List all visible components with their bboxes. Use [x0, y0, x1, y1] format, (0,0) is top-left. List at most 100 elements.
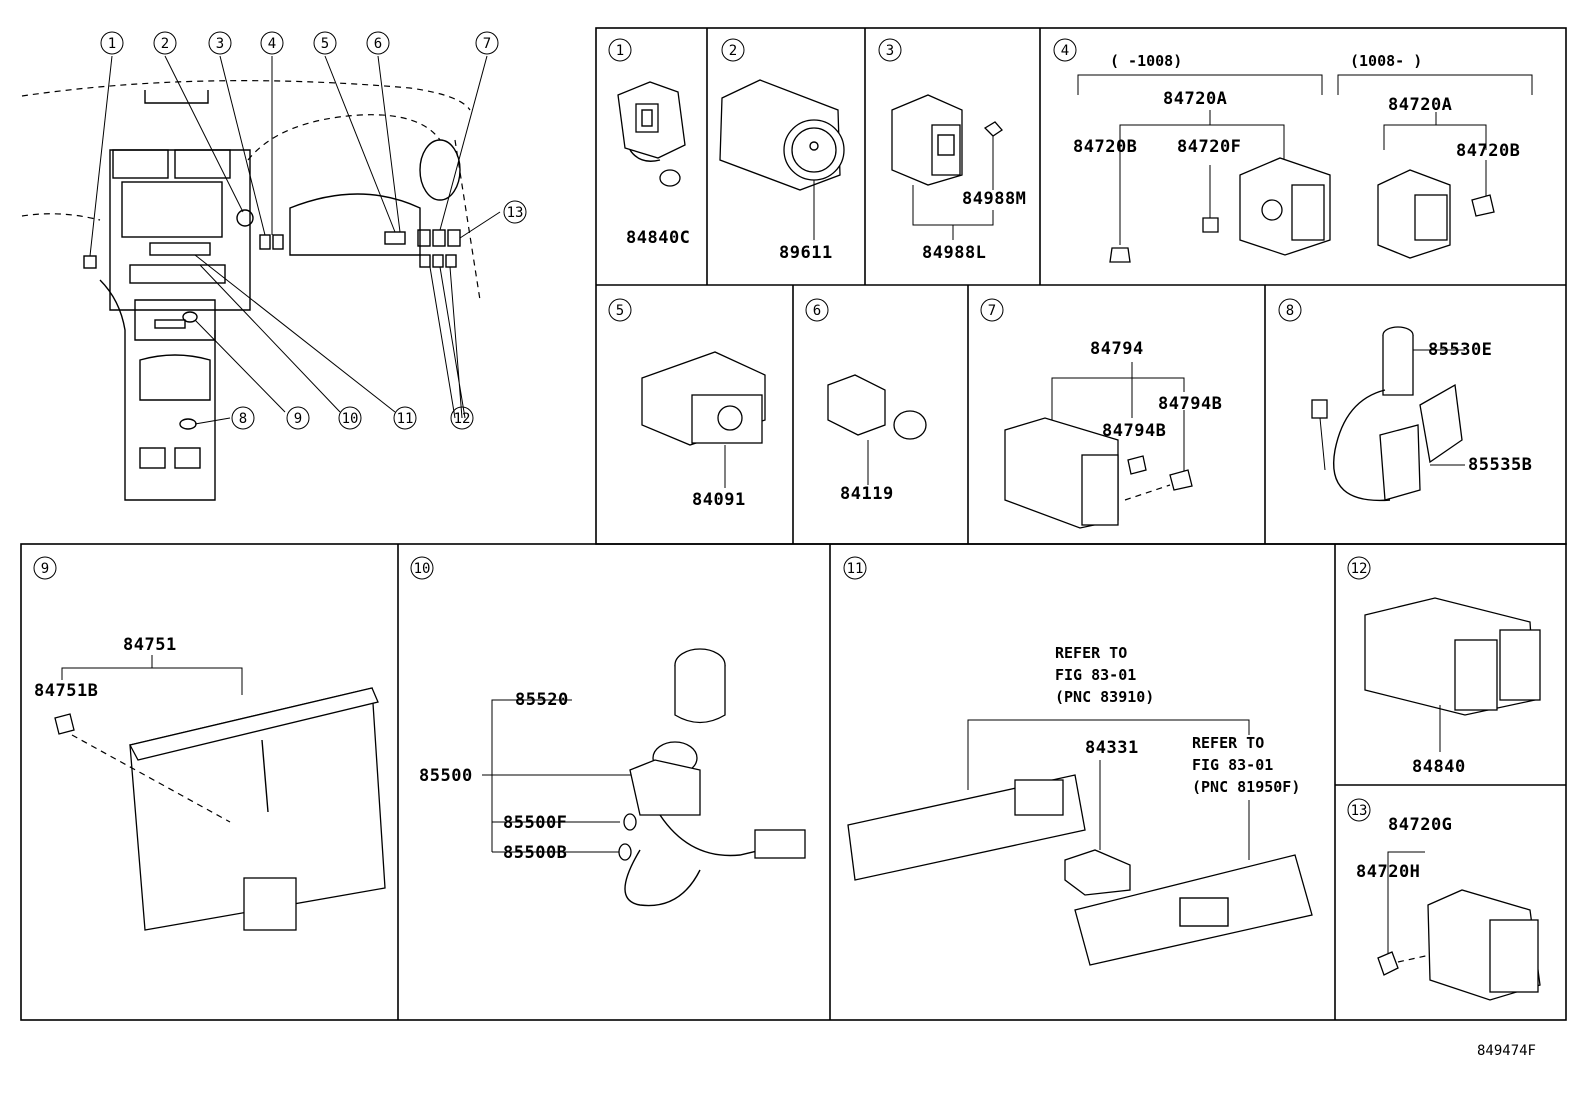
section-number-12-circle — [1347, 556, 1371, 580]
overview-callout-3-label: 3 — [216, 36, 224, 52]
section-number-12-label: 12 — [1351, 561, 1368, 577]
section-number-7: 7 — [980, 298, 1004, 322]
section-number-6: 6 — [805, 298, 829, 322]
part-number: 84794B — [1102, 421, 1166, 441]
section-number-4-circle — [1053, 38, 1077, 62]
section-number-6-label: 6 — [813, 303, 821, 319]
part-number: 84091 — [692, 490, 746, 510]
section-number-5-circle — [608, 298, 632, 322]
section-number-6-circle — [805, 298, 829, 322]
part-control-panel-9 — [54, 655, 386, 931]
overview-callout-13: 13 — [503, 200, 527, 224]
overview-callout-11-circle — [393, 406, 417, 430]
part-number: 84119 — [840, 484, 894, 504]
part-center-panel-11 — [847, 719, 1313, 966]
overview-callout-4-circle — [260, 31, 284, 55]
part-number: 84720B — [1073, 137, 1137, 157]
part-number: 84794B — [1158, 394, 1222, 414]
part-number: 89611 — [779, 243, 833, 263]
overview-callout-6-label: 6 — [374, 36, 382, 52]
section-number-11-circle — [843, 556, 867, 580]
reference-note: (PNC 81950F) — [1192, 778, 1300, 796]
panel-frames — [20, 27, 1567, 1021]
part-number: 84720H — [1356, 862, 1420, 882]
section-number-13-circle — [1347, 798, 1371, 822]
overview-callout-13-circle — [503, 200, 527, 224]
overview-callout-5-label: 5 — [321, 36, 329, 52]
section-number-4: 4 — [1053, 38, 1077, 62]
section-number-7-circle — [980, 298, 1004, 322]
section-number-3-circle — [878, 38, 902, 62]
overview-callout-12: 12 — [450, 406, 474, 430]
overview-callout-8-circle — [231, 406, 255, 430]
section-number-3-label: 3 — [886, 43, 894, 59]
overview-callout-1-circle — [100, 31, 124, 55]
part-switch-4 — [1077, 74, 1533, 263]
part-number: 85520 — [515, 690, 569, 710]
overview-callout-12-circle — [450, 406, 474, 430]
reference-note: REFER TO — [1192, 734, 1264, 752]
section-12: 12 84840 — [1347, 556, 1466, 777]
overview-callout-5-circle — [313, 31, 337, 55]
section-number-10-label: 10 — [414, 561, 431, 577]
part-number: 85500F — [503, 813, 567, 833]
part-number: 84720A — [1163, 89, 1227, 109]
serial-range: (1008- ) — [1350, 52, 1422, 70]
overview-callout-3-circle — [208, 31, 232, 55]
overview-callout-11-label: 11 — [397, 411, 414, 427]
section-number-10: 10 — [410, 556, 434, 580]
section-number-13-label: 13 — [1351, 803, 1368, 819]
overview-callout-1: 1 — [100, 31, 124, 55]
part-number: 84988M — [962, 189, 1026, 209]
overview-callout-9-circle — [286, 406, 310, 430]
section-number-9: 9 — [33, 556, 57, 580]
section-number-2-label: 2 — [729, 43, 737, 59]
section-number-8: 8 — [1278, 298, 1302, 322]
overview-callout-10-label: 10 — [342, 411, 359, 427]
part-socket-8 — [1311, 326, 1465, 502]
part-number: 84331 — [1085, 738, 1139, 758]
part-number: 85500B — [503, 843, 567, 863]
part-number: 84840 — [1412, 757, 1466, 777]
section-number-7-label: 7 — [988, 303, 996, 319]
serial-range: ( -1008) — [1110, 52, 1182, 70]
part-number: 85530E — [1428, 340, 1492, 360]
part-cigarette-lighter-10 — [482, 648, 806, 907]
section-number-5: 5 — [608, 298, 632, 322]
section-number-8-label: 8 — [1286, 303, 1294, 319]
section-number-2-circle — [721, 38, 745, 62]
overview-callout-6-circle — [366, 31, 390, 55]
overview-callout-4-label: 4 — [268, 36, 276, 52]
section-number-9-circle — [33, 556, 57, 580]
part-switch-1 — [617, 81, 686, 187]
overview-callout-10: 10 — [338, 406, 362, 430]
overview-callout-6: 6 — [366, 31, 390, 55]
overview-callout-7: 7 — [475, 31, 499, 55]
part-switch-13 — [1377, 851, 1541, 1001]
section-number-11: 11 — [843, 556, 867, 580]
section-2: 2 89611 — [721, 38, 833, 263]
overview-callout-7-label: 7 — [483, 36, 491, 52]
overview-callout-12-label: 12 — [454, 411, 471, 427]
reference-note: REFER TO — [1055, 644, 1127, 662]
figure-id: 849474F — [1477, 1043, 1536, 1059]
overview-callout-11: 11 — [393, 406, 417, 430]
overview-callout-13-label: 13 — [507, 205, 524, 221]
reference-note: FIG 83-01 — [1055, 666, 1136, 684]
overview-callout-7-circle — [475, 31, 499, 55]
part-number: 84720B — [1456, 141, 1520, 161]
part-switch-5 — [641, 351, 766, 488]
overview-callout-2: 2 — [153, 31, 177, 55]
overview-callout-4: 4 — [260, 31, 284, 55]
section-number-2: 2 — [721, 38, 745, 62]
section-number-3: 3 — [878, 38, 902, 62]
part-number: 85535B — [1468, 455, 1532, 475]
